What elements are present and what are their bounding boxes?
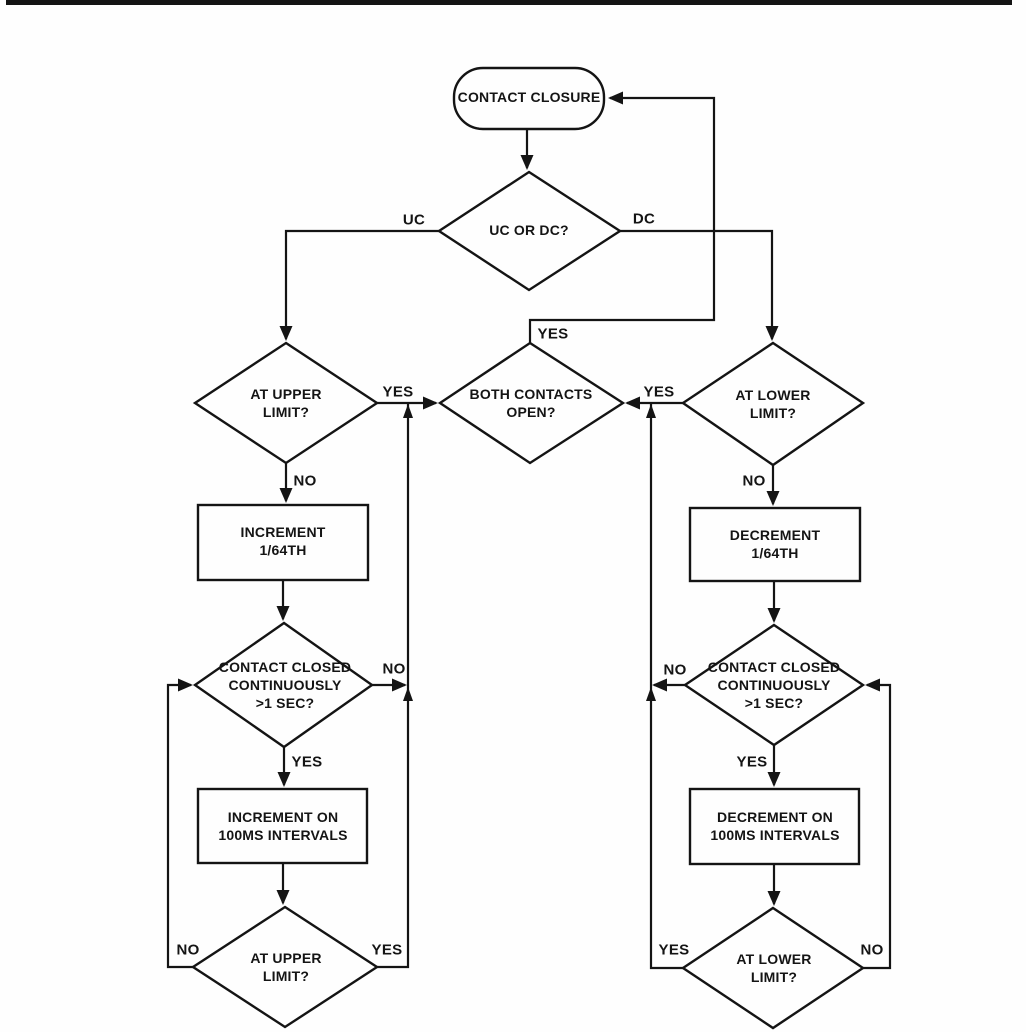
riser-left-mid-arrowhead: [403, 687, 413, 701]
node-contact-closed-right: CONTACT CLOSED CONTINUOUSLY >1 SEC?: [707, 659, 841, 711]
terminator-contact-closure-shape: [452, 66, 606, 131]
edge-label-yes-at-upper-bottom: YES: [371, 941, 403, 959]
decision-both-contacts-open-shape: [437, 341, 626, 465]
edge-label-yes-at-lower-bottom: YES: [658, 941, 690, 959]
node-at-upper-limit-top: AT UPPER LIMIT?: [250, 386, 322, 420]
process-decrement-100ms-shape: [688, 787, 861, 866]
node-increment-100ms: INCREMENT ON 100MS INTERVALS: [218, 809, 348, 843]
riser-left-top-arrowhead: [403, 404, 413, 418]
edge-label-uc: UC: [402, 211, 426, 229]
node-contact-closed-left: CONTACT CLOSED CONTINUOUSLY >1 SEC?: [218, 659, 352, 711]
edge-uc: [279, 229, 439, 341]
edge-no-loop-left: [166, 678, 193, 969]
edge-label-yes-lower-limit: YES: [643, 383, 675, 401]
decision-at-upper-limit-bottom-shape: [190, 905, 380, 1029]
page-top-rule: [6, 0, 1012, 5]
process-decrement-164th-shape: [688, 506, 862, 583]
decision-uc-or-dc-shape: [436, 170, 623, 292]
edge-no-loop-right: [863, 678, 892, 970]
edge-dc: [620, 229, 779, 341]
edge-label-dc: DC: [632, 210, 656, 228]
node-at-lower-limit-bottom: AT LOWER LIMIT?: [736, 951, 812, 985]
edge-label-no-at-lower-bottom: NO: [860, 941, 884, 959]
decision-at-lower-limit-bottom-shape: [680, 906, 866, 1030]
edge-label-no-contact-closed-left: NO: [382, 660, 406, 678]
node-at-upper-limit-bottom: AT UPPER LIMIT?: [250, 950, 322, 984]
edge-yes-return-to-start: [528, 91, 716, 343]
edge-label-yes-return-to-start: YES: [537, 325, 569, 343]
node-decrement-164th: DECREMENT 1/64TH: [729, 527, 821, 561]
decision-contact-closed-right-shape: [682, 623, 866, 747]
edge-label-yes-contact-closed-right: YES: [736, 753, 768, 771]
node-uc-or-dc: UC OR DC?: [489, 222, 569, 239]
edge-label-yes-contact-closed-left: YES: [291, 753, 323, 771]
decision-at-lower-limit-top-shape: [680, 341, 866, 467]
decision-at-upper-limit-top-shape: [192, 341, 380, 465]
edge-label-no-contact-closed-right: NO: [663, 661, 687, 679]
edge-inner-riser-left: [377, 403, 410, 969]
node-decrement-100ms: DECREMENT ON 100MS INTERVALS: [710, 809, 840, 843]
node-contact-closure: CONTACT CLOSURE: [457, 89, 601, 106]
edge-label-no-at-upper-bottom: NO: [176, 941, 200, 959]
edge-label-no-upper-limit: NO: [293, 472, 317, 490]
edge-label-yes-upper-limit: YES: [382, 383, 414, 401]
node-at-lower-limit-top: AT LOWER LIMIT?: [735, 387, 811, 421]
decision-contact-closed-left-shape: [192, 621, 375, 749]
riser-right-mid-arrowhead: [646, 687, 656, 701]
riser-right-top-arrowhead: [646, 404, 656, 418]
edge-label-no-lower-limit: NO: [742, 472, 766, 490]
process-increment-164th-shape: [196, 503, 370, 582]
edge-inner-riser-right: [649, 403, 683, 970]
node-both-contacts-open: BOTH CONTACTS OPEN?: [469, 386, 593, 420]
node-increment-164th: INCREMENT 1/64TH: [240, 524, 326, 558]
process-increment-100ms-shape: [196, 787, 369, 865]
